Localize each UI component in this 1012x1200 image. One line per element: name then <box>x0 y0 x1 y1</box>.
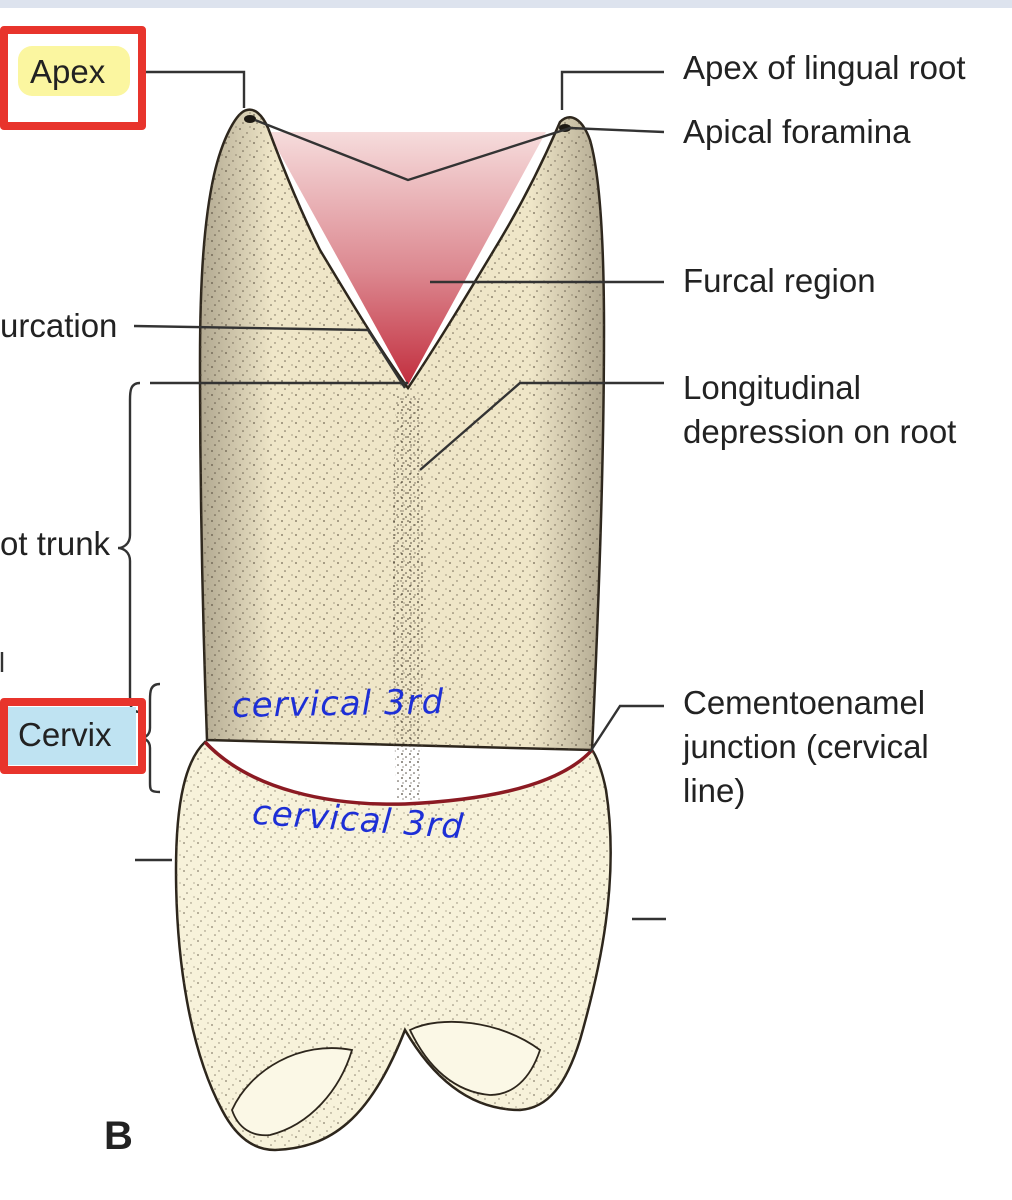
figure-letter: B <box>104 1114 133 1158</box>
cusp-right-inner <box>408 1020 542 1096</box>
label-bifurcation: urcation <box>0 307 118 344</box>
cusp-left-inner <box>231 1047 354 1137</box>
leader-longitudinal <box>419 381 664 471</box>
label-furcal-region: Furcal region <box>683 262 876 299</box>
leader-cej <box>588 704 664 753</box>
label-cervix: Cervix <box>18 716 112 753</box>
cervix-callout-box <box>0 698 146 774</box>
apex-highlight <box>18 46 130 96</box>
leader-apex-lingual <box>560 70 664 110</box>
label-cej-line1: Cementoenamel <box>683 684 926 721</box>
label-root-trunk: ot trunk <box>0 525 111 562</box>
label-longitudinal-line1: Longitudinal <box>683 369 861 406</box>
top-border-strip <box>0 0 1012 8</box>
cementoenamel-junction-line <box>203 740 594 806</box>
apex-callout-box <box>0 26 146 130</box>
apical-foramen-left <box>244 115 256 123</box>
label-apical-foramina: Apical foramina <box>683 113 911 150</box>
root-trunk-bracket <box>117 381 141 714</box>
leader-apex <box>140 70 246 108</box>
label-longitudinal-line2: depression on root <box>683 413 957 450</box>
longitudinal-depression <box>393 395 423 800</box>
label-apex: Apex <box>30 53 106 90</box>
label-apex-lingual-root: Apex of lingual root <box>683 49 966 86</box>
leader-foramina <box>254 118 665 182</box>
handwritten-cervical-third-upper: cervical 3rd <box>231 682 445 726</box>
label-cej-line2: junction (cervical <box>683 728 929 765</box>
furcal-region <box>268 132 546 385</box>
label-cej-line3: line) <box>683 772 746 809</box>
leader-lines <box>0 70 666 921</box>
cervix-highlight <box>6 707 136 765</box>
leader-bifurcation <box>133 324 407 389</box>
